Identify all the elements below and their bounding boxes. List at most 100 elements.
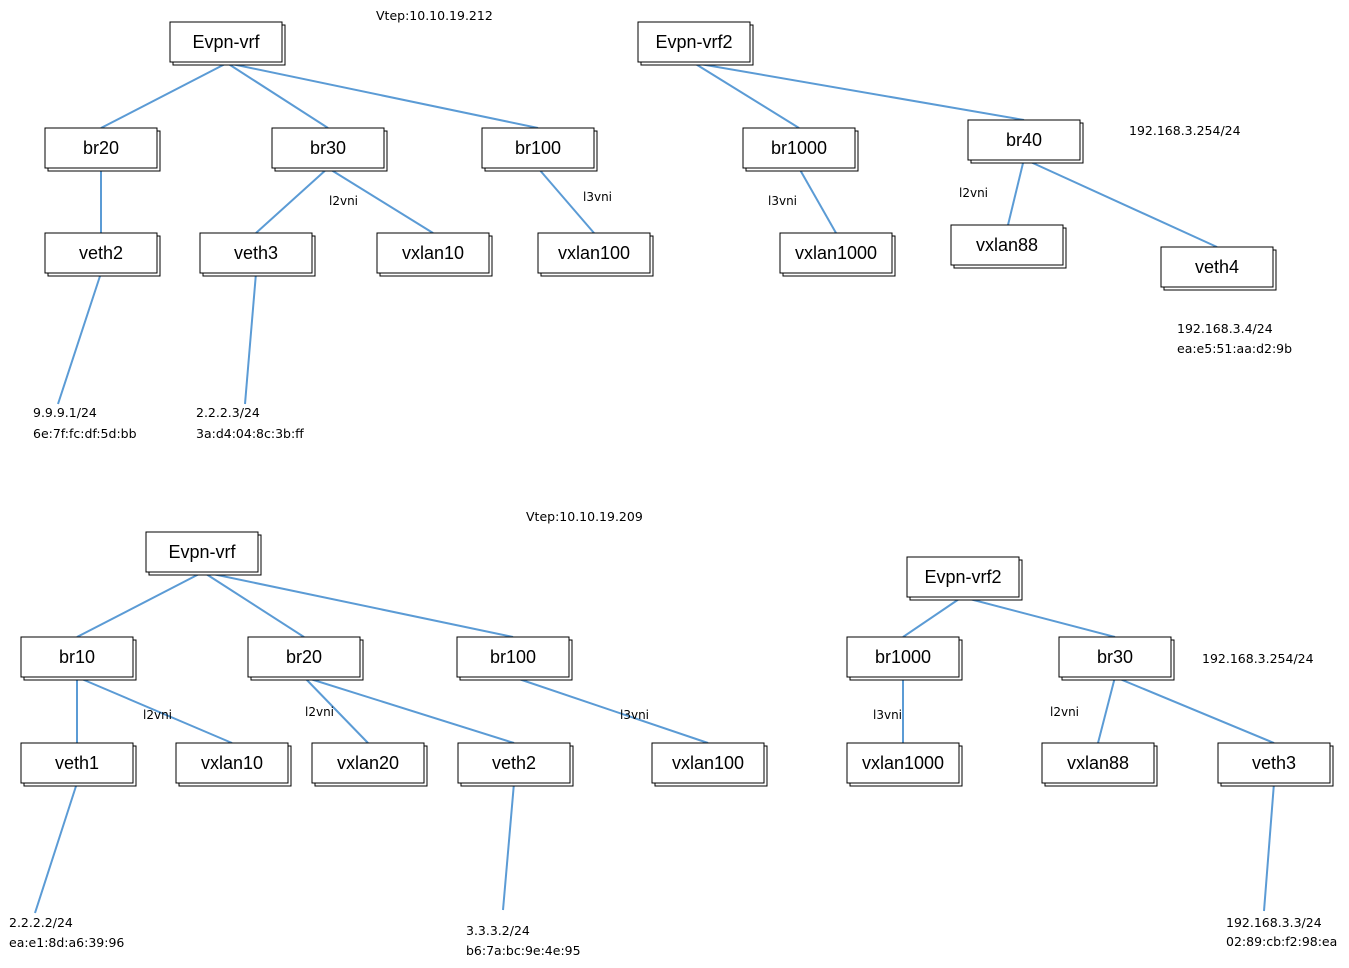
- node-label: veth3: [234, 243, 278, 263]
- edge-bot-evpnvrf-br10: [76, 571, 204, 638]
- l3vni-label: l3vni: [873, 708, 902, 722]
- edge-top-evpnvrf-br30: [226, 62, 329, 129]
- node-label: vxlan100: [558, 243, 630, 263]
- host-ip-label: 9.9.9.1/24: [33, 405, 97, 420]
- node-bot-br20: br20: [247, 636, 364, 681]
- node-label: Evpn-vrf: [192, 32, 260, 52]
- node-label: Evpn-vrf: [168, 542, 236, 562]
- edge-bot-veth3-host: [1263, 782, 1275, 912]
- node-top-veth4: veth4: [1160, 246, 1277, 291]
- node-label: br30: [310, 138, 346, 158]
- node-bot-br1000: br1000: [846, 636, 963, 681]
- l2vni-label: l2vni: [305, 705, 334, 719]
- gateway-ip-label: 192.168.3.254/24: [1202, 651, 1314, 666]
- edge-bot-evpnvrf2-br1000: [902, 596, 963, 638]
- edges: [34, 62, 1275, 914]
- node-label: veth2: [79, 243, 123, 263]
- edge-bot-br20-veth2: [303, 676, 515, 744]
- host-ip-label: 192.168.3.3/24: [1226, 915, 1322, 930]
- host-ip-label: 2.2.2.3/24: [196, 405, 260, 420]
- node-label: br10: [59, 647, 95, 667]
- host-mac-label: ea:e1:8d:a6:39:96: [9, 935, 124, 950]
- edge-top-br100-vxlan100: [537, 167, 595, 234]
- node-label: Evpn-vrf2: [924, 567, 1001, 587]
- edge-top-evpnvrf-br100: [226, 62, 539, 129]
- node-top-br20: br20: [44, 127, 161, 172]
- node-top-br100: br100: [481, 127, 598, 172]
- node-bot-vxlan20: vxlan20: [311, 742, 428, 787]
- node-label: br20: [83, 138, 119, 158]
- host-mac-label: 02:89:cb:f2:98:ea: [1226, 934, 1337, 949]
- node-label: br30: [1097, 647, 1133, 667]
- edge-bot-br100-vxlan100: [512, 676, 709, 744]
- node-label: vxlan100: [672, 753, 744, 773]
- node-bot-veth2: veth2: [457, 742, 574, 787]
- edge-bot-br30-vxlan88: [1097, 676, 1116, 744]
- edge-top-evpnvrf2-br40: [693, 62, 1025, 121]
- node-bot-br10: br10: [20, 636, 137, 681]
- edge-bot-evpnvrf-br20: [202, 571, 305, 638]
- node-label: vxlan1000: [795, 243, 877, 263]
- l2vni-label: l2vni: [1050, 705, 1079, 719]
- edge-bot-br30-veth3: [1114, 676, 1275, 744]
- edge-bot-evpnvrf-br100: [202, 571, 514, 638]
- node-top-vxlan10: vxlan10: [376, 232, 493, 277]
- node-label: veth1: [55, 753, 99, 773]
- edge-top-br1000-vxlan1000: [798, 167, 837, 234]
- edge-top-veth3-host: [244, 272, 257, 405]
- node-bot-vxlan10: vxlan10: [175, 742, 292, 787]
- edge-bot-br20-vxlan20: [303, 676, 369, 744]
- edge-bot-veth2-host: [502, 782, 515, 911]
- node-label: vxlan88: [976, 235, 1038, 255]
- node-bot-evpn-vrf: Evpn-vrf: [145, 531, 262, 576]
- node-top-evpn-vrf2: Evpn-vrf2: [637, 21, 754, 66]
- node-label: br1000: [875, 647, 931, 667]
- node-label: vxlan1000: [862, 753, 944, 773]
- edge-top-br40-veth4: [1023, 158, 1218, 248]
- node-bot-vxlan1000: vxlan1000: [846, 742, 963, 787]
- node-label: br100: [490, 647, 536, 667]
- node-top-evpn-vrf: Evpn-vrf: [169, 21, 286, 66]
- edge-bot-br10-vxlan10: [76, 676, 233, 744]
- node-label: br100: [515, 138, 561, 158]
- l3vni-label: l3vni: [583, 190, 612, 204]
- node-label: vxlan10: [201, 753, 263, 773]
- host-mac-label: 6e:7f:fc:df:5d:bb: [33, 426, 137, 441]
- node-label: veth3: [1252, 753, 1296, 773]
- node-top-br40: br40: [967, 119, 1084, 164]
- edge-top-veth2-host: [57, 272, 102, 405]
- l3vni-label: l3vni: [620, 708, 649, 722]
- edge-top-evpnvrf2-br1000: [693, 62, 800, 129]
- l3vni-label: l3vni: [768, 194, 797, 208]
- node-top-vxlan88: vxlan88: [950, 224, 1067, 269]
- node-top-vxlan100: vxlan100: [537, 232, 654, 277]
- node-label: veth4: [1195, 257, 1239, 277]
- node-top-br1000: br1000: [742, 127, 859, 172]
- node-label: Evpn-vrf2: [655, 32, 732, 52]
- node-bot-veth1: veth1: [20, 742, 137, 787]
- node-label: br40: [1006, 130, 1042, 150]
- host-mac-label: ea:e5:51:aa:d2:9b: [1177, 341, 1292, 356]
- edge-bot-evpnvrf2-br30: [961, 596, 1116, 638]
- node-label: vxlan10: [402, 243, 464, 263]
- node-bot-br100: br100: [456, 636, 573, 681]
- l2vni-label: l2vni: [329, 194, 358, 208]
- node-label: veth2: [492, 753, 536, 773]
- node-bot-veth3: veth3: [1217, 742, 1334, 787]
- edge-top-br40-vxlan88: [1007, 158, 1025, 226]
- host-ip-label: 3.3.3.2/24: [466, 923, 530, 938]
- host-mac-label: b6:7a:bc:9e:4e:95: [466, 943, 581, 958]
- host-mac-label: 3a:d4:04:8c:3b:ff: [196, 426, 304, 441]
- node-bot-vxlan100: vxlan100: [651, 742, 768, 787]
- edge-top-br30-veth3: [255, 167, 329, 234]
- edge-top-br30-vxlan10: [327, 167, 434, 234]
- node-top-veth3: veth3: [199, 232, 316, 277]
- node-label: br20: [286, 647, 322, 667]
- node-top-vxlan1000: vxlan1000: [779, 232, 896, 277]
- host-ip-label: 192.168.3.4/24: [1177, 321, 1273, 336]
- node-top-veth2: veth2: [44, 232, 161, 277]
- node-bot-br30: br30: [1058, 636, 1175, 681]
- edge-bot-veth1-host: [34, 782, 78, 914]
- node-top-br30: br30: [271, 127, 388, 172]
